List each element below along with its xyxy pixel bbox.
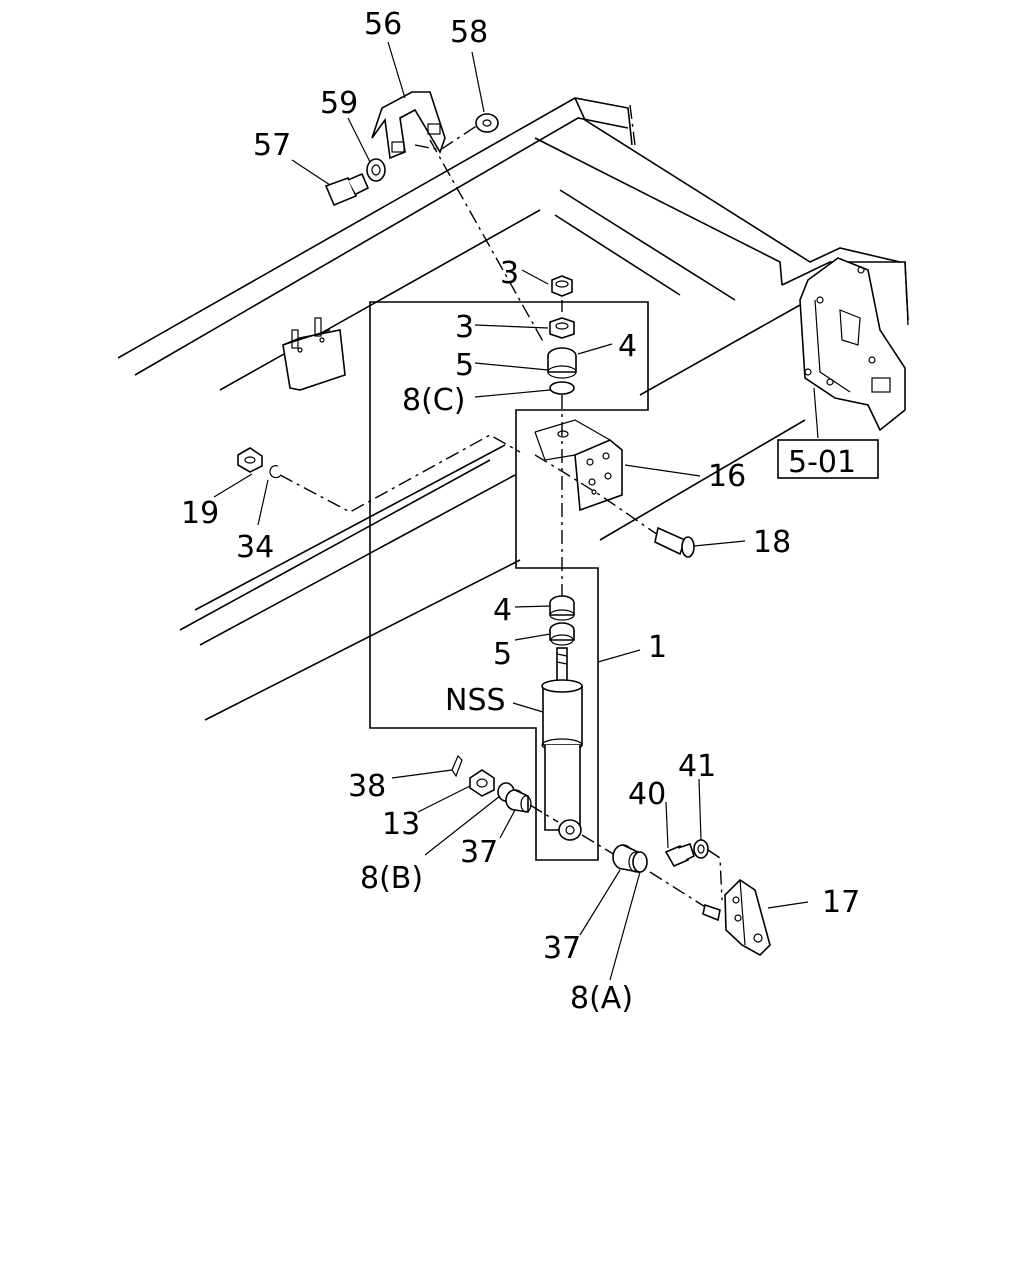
label-4-lower: 4 [493, 593, 512, 628]
label-13: 13 [382, 807, 420, 842]
label-34: 34 [236, 530, 274, 565]
bolt-40 [664, 842, 695, 868]
bolt-57 [324, 172, 370, 207]
bolt-18 [654, 526, 695, 558]
label-8c: 8(C) [402, 383, 465, 418]
label-8b: 8(B) [360, 861, 423, 896]
washer-59 [366, 158, 386, 182]
label-56: 56 [364, 7, 402, 42]
label-40: 40 [628, 777, 666, 812]
label-5-lower: 5 [493, 637, 512, 672]
stud-bracket [282, 317, 346, 391]
nut-13 [469, 769, 495, 797]
nut-19 [237, 447, 263, 473]
nut-58 [475, 113, 499, 133]
label-8a: 8(A) [570, 981, 633, 1016]
kit-outline-upper [369, 301, 649, 861]
washer-8a [632, 851, 648, 873]
washer-41 [693, 839, 709, 859]
frame-bracket [799, 257, 906, 432]
reference-5-01: 5-01 [788, 445, 856, 480]
label-19: 19 [181, 496, 219, 531]
label-nss: NSS [445, 683, 506, 718]
chassis-frame [117, 97, 909, 721]
label-4-upper: 4 [618, 329, 637, 364]
label-58: 58 [450, 15, 488, 50]
label-3-lower: 3 [455, 310, 474, 345]
label-37-left: 37 [460, 835, 498, 870]
label-37-right: 37 [543, 931, 581, 966]
part-labels: 56 58 59 57 3 3 4 5 8(C) 19 34 16 18 4 5… [181, 7, 860, 1016]
upper-mount-stack [547, 275, 577, 395]
bracket-17 [702, 878, 771, 956]
label-1: 1 [648, 630, 667, 665]
label-17: 17 [822, 885, 860, 920]
label-41: 41 [678, 749, 716, 784]
reference-box: 5-01 [777, 439, 879, 480]
label-3-upper: 3 [500, 256, 519, 291]
bracket-16 [534, 419, 623, 512]
label-16: 16 [708, 459, 746, 494]
label-38: 38 [348, 769, 386, 804]
lower-mount-stack [549, 595, 575, 646]
label-59: 59 [320, 86, 358, 121]
bushing-37-right [612, 844, 644, 873]
label-18: 18 [753, 525, 791, 560]
bushing-37-left [505, 789, 532, 813]
washer-34 [269, 465, 281, 479]
upper-bracket-56 [371, 91, 446, 160]
label-5-upper: 5 [455, 348, 474, 383]
shock-absorber [541, 647, 583, 841]
cotter-pin-38 [451, 754, 463, 778]
leader-lines [213, 41, 819, 981]
label-57: 57 [253, 128, 291, 163]
